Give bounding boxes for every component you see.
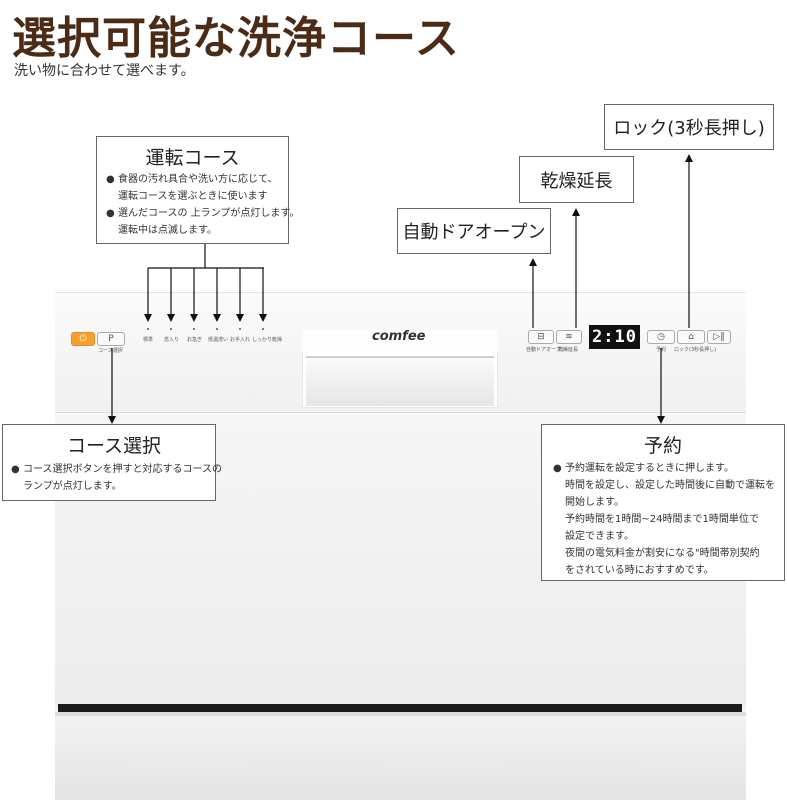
course-lamp xyxy=(170,328,172,330)
lock-caption: ロック(3秒長押し) xyxy=(674,347,717,353)
course-select-callout: コース選択 ●コース選択ボタンを押すと対応するコースの ランプが点灯します。 xyxy=(2,424,222,501)
course-callout-title: 運転コース xyxy=(145,147,240,169)
timer-callout: 予約 ●予約運転を設定するときに押します。 時間を設定し、設定した時間後に自動で… xyxy=(541,424,785,581)
course-label: 念入り xyxy=(164,337,180,343)
clock-icon: ◷ xyxy=(657,332,665,342)
timer-callout-line: をされている時におすすめです。 xyxy=(565,565,714,576)
extra-dry-button[interactable]: ≋ xyxy=(556,330,582,344)
extra-dry-caption: 乾燥延長 xyxy=(558,347,579,353)
course-callout-line: 運転中は点滅します。 xyxy=(118,225,217,236)
course-label: お急ぎ xyxy=(187,337,203,343)
course-select-label: P xyxy=(108,334,114,344)
door-handle[interactable] xyxy=(306,356,494,406)
bullet-icon: ● xyxy=(106,174,115,185)
course-select-caption: コース選択 xyxy=(98,348,123,354)
auto-door-button[interactable]: ⊟ xyxy=(528,330,554,344)
course-lamp xyxy=(193,328,195,330)
door-handle-top xyxy=(302,330,498,352)
dry-icon: ≋ xyxy=(565,332,573,342)
timer-callout-line: 予約時間を1時間~24時間まで1時間単位で xyxy=(565,514,759,525)
bullet-icon: ● xyxy=(106,208,115,219)
door-icon: ⊟ xyxy=(537,332,545,342)
start-pause-button[interactable]: ▷‖ xyxy=(707,330,731,344)
page-subtitle: 洗い物に合わせて選べます。 xyxy=(14,63,195,79)
course-callout-line: 運転コースを選ぶときに使います xyxy=(118,191,268,202)
course-callout-line: ●選んだコースの 上ランプが点灯します。 xyxy=(106,205,299,222)
timer-callout-line: 夜間の電気料金が割安になる"時間帯別契約 xyxy=(565,548,760,559)
course-select-button[interactable]: P xyxy=(97,332,125,346)
auto-door-caption: 自動ドアオープン xyxy=(526,347,566,353)
timer-callout-line: ●予約運転を設定するときに押します。 xyxy=(553,460,775,477)
dishwasher-base xyxy=(55,716,746,800)
page-title: 選択可能な洗浄コース xyxy=(12,13,460,64)
extra-dry-callout: 乾燥延長 xyxy=(519,156,634,203)
course-select-callout-line: ●コース選択ボタンを押すと対応するコースの xyxy=(11,461,222,478)
course-label: 低温洗い xyxy=(208,337,229,343)
door-gap-edge xyxy=(55,712,746,718)
lock-button[interactable]: ⌂ xyxy=(677,330,705,344)
timer-button[interactable]: ◷ xyxy=(647,330,675,344)
timer-callout-title: 予約 xyxy=(643,435,682,457)
course-callout-line: ●食器の汚れ具合や洗い方に応じて、 xyxy=(106,171,299,188)
course-lamp xyxy=(216,328,218,330)
course-lamp xyxy=(262,328,264,330)
course-select-callout-line: ランプが点灯します。 xyxy=(23,481,122,492)
timer-callout-line: 時間を設定し、設定した時間後に自動で運転を xyxy=(565,480,775,491)
timer-callout-line: 開始します。 xyxy=(565,497,624,508)
course-lamp xyxy=(147,328,149,330)
auto-door-callout: 自動ドアオープン xyxy=(397,208,551,254)
course-label: しっかり乾燥 xyxy=(252,337,283,343)
brand-logo: comfee xyxy=(372,329,426,344)
course-callout: 運転コース ●食器の汚れ具合や洗い方に応じて、 運転コースを選ぶときに使います … xyxy=(96,136,299,244)
lock-callout: ロック(3秒長押し) xyxy=(604,104,774,150)
bullet-icon: ● xyxy=(553,463,562,474)
course-select-callout-title: コース選択 xyxy=(67,435,162,457)
bullet-icon: ● xyxy=(11,464,20,475)
lock-icon: ⌂ xyxy=(688,332,694,342)
course-label: お手入れ xyxy=(230,337,251,343)
course-lamp xyxy=(239,328,241,330)
course-label: 標準 xyxy=(143,337,154,343)
play-pause-icon: ▷‖ xyxy=(713,332,725,342)
time-display: 2:10 xyxy=(589,325,640,349)
timer-callout-line: 設定できます。 xyxy=(565,531,634,542)
power-button[interactable]: ⏻ xyxy=(71,332,95,346)
power-icon: ⏻ xyxy=(79,334,87,344)
